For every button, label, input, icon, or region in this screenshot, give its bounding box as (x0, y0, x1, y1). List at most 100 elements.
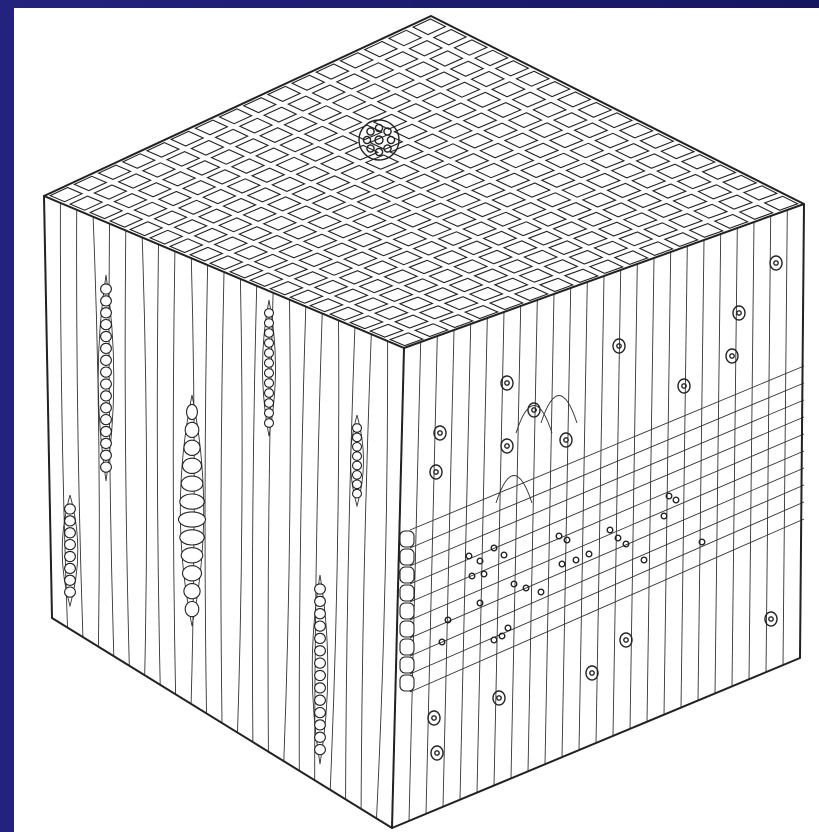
ray-end-cell (400, 549, 414, 565)
ray-end-cell (400, 621, 414, 637)
ray-row-line (410, 502, 804, 674)
fiber-cell (517, 183, 550, 197)
fiber-cell (163, 172, 195, 186)
fiber-cell (240, 118, 272, 133)
ray-cell (183, 566, 202, 581)
fiber-cell (595, 133, 628, 148)
pit-aperture (434, 470, 438, 474)
fiber-cell (380, 288, 412, 301)
ray-cell (65, 563, 76, 573)
ray-cell (65, 551, 76, 561)
fiber-cell (400, 297, 432, 310)
ray-cell (183, 458, 202, 473)
fiber-cell (219, 218, 251, 232)
bordered-pit (501, 439, 513, 453)
ray-cell (181, 476, 203, 491)
fiber-cell (509, 113, 542, 128)
fiber-cell (337, 74, 369, 89)
fiber-cell (554, 222, 587, 236)
ray-row-line (410, 485, 804, 656)
ray-cell (101, 450, 112, 460)
fiber-line (766, 216, 771, 672)
fiber-cell (501, 153, 534, 167)
fiber-cell (284, 225, 316, 239)
fiber-cell (583, 193, 616, 207)
fiber-cell (505, 133, 538, 148)
fiber-cell (135, 202, 167, 216)
ray-cell (315, 683, 326, 693)
ray-cell (353, 443, 362, 452)
fiber-cell (619, 232, 652, 246)
fiber-line (664, 252, 671, 715)
fiber-cell (324, 243, 356, 257)
ray-cell (353, 424, 362, 433)
fiber-cell (420, 306, 453, 319)
fiber-cell (248, 188, 280, 202)
fiber-cell (423, 203, 455, 217)
fiber-line (698, 240, 704, 701)
fiber-cell (571, 143, 604, 157)
fiber-cell (484, 123, 517, 138)
ray-cell (315, 658, 326, 668)
fiber-cell (405, 279, 437, 292)
ray-cell (101, 462, 112, 472)
fiber-line (749, 222, 754, 679)
fiber-cell (155, 211, 187, 225)
bordered-pit (434, 426, 446, 440)
fiber-cell (268, 197, 300, 211)
fiber-line (93, 217, 99, 647)
fiber-line (630, 264, 637, 729)
ray-cell (315, 732, 326, 742)
ray-cell (315, 596, 326, 606)
fiber-cell (215, 237, 247, 251)
fiber-cell (99, 165, 131, 179)
bordered-pit (431, 746, 443, 760)
ray-cell (265, 319, 274, 328)
ray-cell (265, 379, 274, 388)
bordered-pit (493, 691, 505, 705)
fiber-line (346, 327, 355, 799)
ray-cell (315, 584, 326, 594)
ray-row-line (410, 400, 804, 566)
fiber-line (173, 251, 175, 694)
fiber-cell (427, 184, 459, 198)
pit-aperture (737, 311, 741, 315)
fiber-cell (678, 175, 711, 189)
fiber-cell (309, 106, 341, 121)
fiber-cell (427, 72, 459, 87)
ray-cell (315, 609, 326, 619)
fiber-cell (595, 241, 628, 255)
fiber-cell (719, 195, 752, 209)
fiber-cell (159, 192, 191, 206)
fiber-cell (235, 246, 267, 260)
fiber-cell (304, 234, 336, 248)
pit-dot (511, 581, 517, 587)
fiber-cell (297, 167, 329, 181)
fiber-cell (398, 104, 430, 119)
fiber-cell (430, 269, 462, 282)
fiber-cell (260, 128, 292, 143)
bordered-pit (770, 256, 782, 270)
fiber-cell (480, 143, 513, 157)
fiber-cell (694, 204, 727, 218)
fiber-cell (529, 231, 562, 245)
fiber-cell (657, 164, 690, 178)
fiber-cell (591, 153, 624, 167)
fiber-cell (488, 103, 520, 118)
cell-wall-bulge (516, 406, 552, 434)
radial-section-face (392, 204, 804, 828)
fiber-cell (603, 203, 636, 217)
pit-dot (564, 537, 570, 543)
fiber-cell (329, 224, 361, 238)
ray-cell (265, 339, 274, 348)
fiber-cell (208, 170, 240, 184)
fiber-line (284, 300, 291, 762)
fiber-line (681, 246, 687, 708)
fiber-line (511, 306, 521, 778)
fiber-cell (199, 209, 231, 223)
ray-cell (101, 331, 112, 341)
fiber-cell (669, 214, 702, 228)
fiber-cell (411, 154, 443, 168)
fiber-cell (346, 145, 378, 160)
fiber-line (545, 294, 554, 764)
